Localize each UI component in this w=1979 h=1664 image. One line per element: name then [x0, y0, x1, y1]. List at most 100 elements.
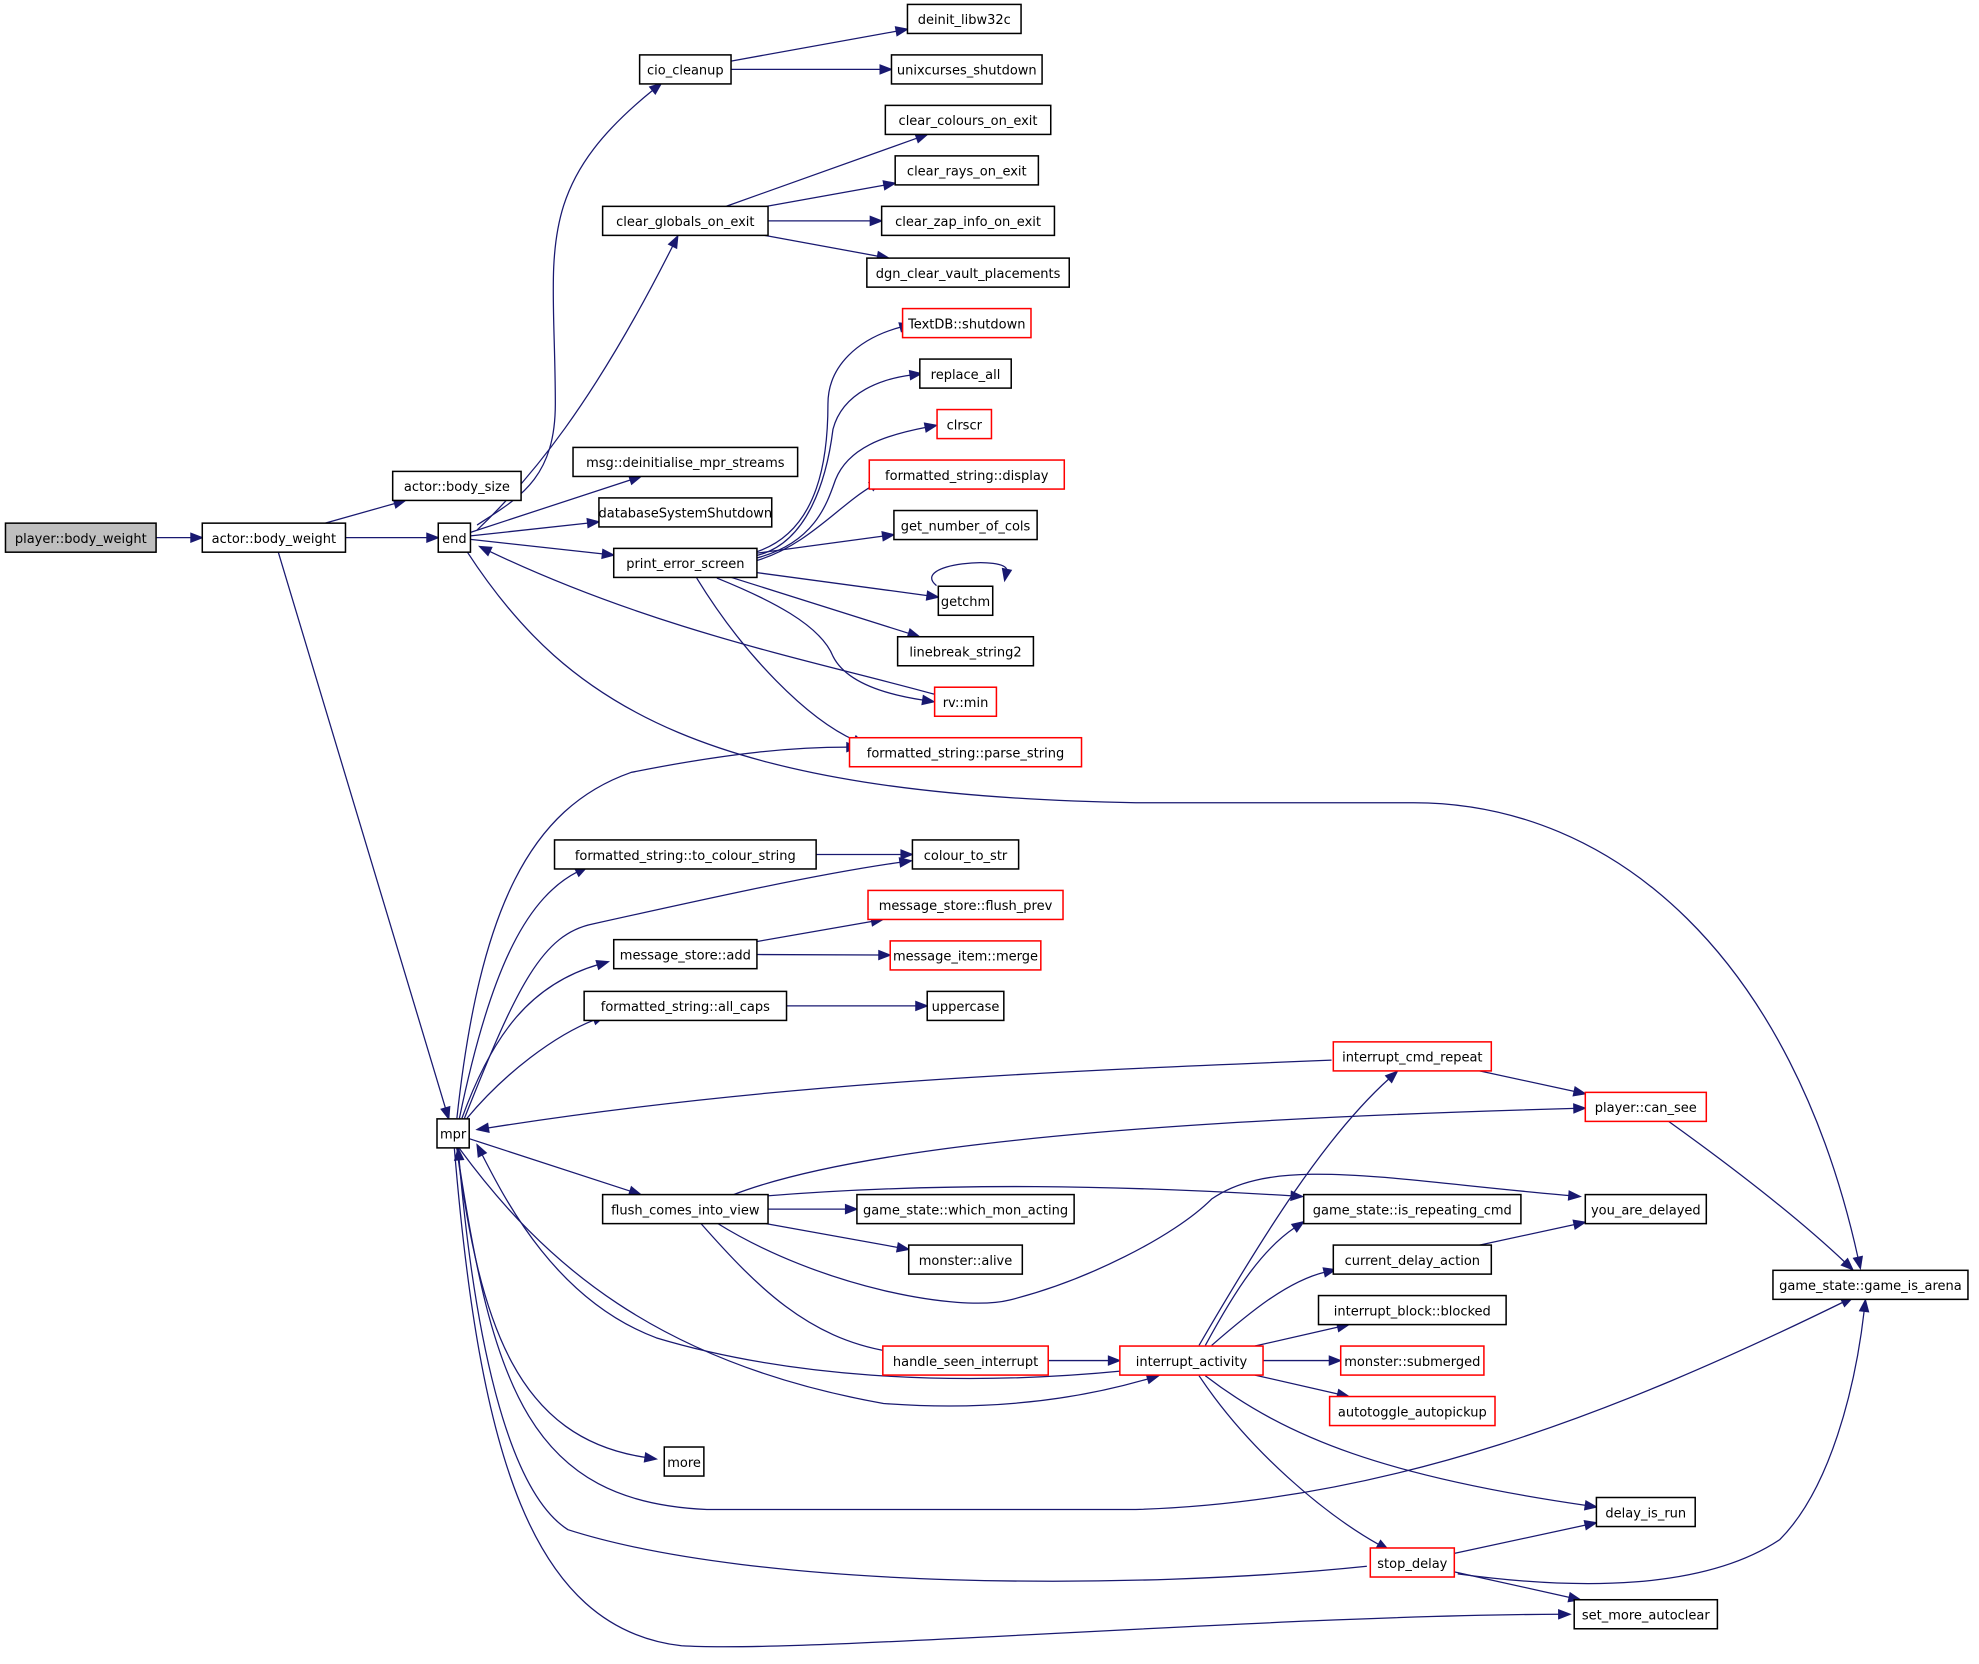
graph-node-actor-body-weight[interactable]: actor::body_weight	[201, 522, 347, 553]
edge-print-error-screen-to-clrscr	[757, 422, 939, 559]
graph-node-set-more-autoclear[interactable]: set_more_autoclear	[1573, 1598, 1719, 1630]
graph-node-player-can-see[interactable]: player::can_see	[1584, 1091, 1708, 1123]
edge-line	[456, 746, 849, 1119]
edge-line	[731, 576, 911, 635]
graph-node-clear-colours-on-exit[interactable]: clear_colours_on_exit	[884, 104, 1052, 136]
graph-node-fs-parse-string[interactable]: formatted_string::parse_string	[848, 736, 1083, 768]
graph-node-clear-globals-on-exit[interactable]: clear_globals_on_exit	[601, 205, 769, 237]
graph-node-stop-delay[interactable]: stop_delay	[1369, 1547, 1456, 1578]
graph-node-interrupt-block-blocked[interactable]: interrupt_block::blocked	[1317, 1294, 1507, 1326]
graph-node-autotoggle-autopickup[interactable]: autotoggle_autopickup	[1328, 1395, 1496, 1427]
arrow-head-icon	[648, 82, 663, 95]
node-box	[911, 839, 1020, 870]
edge-line	[757, 485, 873, 561]
graph-node-databaseSystemShutdown[interactable]: databaseSystemShutdown	[598, 497, 773, 528]
graph-node-fs-to-colour-string[interactable]: formatted_string::to_colour_string	[553, 839, 817, 870]
node-box	[572, 446, 799, 478]
arrow-head-icon	[895, 1241, 911, 1253]
graph-node-clear-rays-on-exit[interactable]: clear_rays_on_exit	[894, 155, 1040, 186]
edge-player-can-see-to-gs-game-is-arena	[1665, 1118, 1855, 1271]
graph-node-fs-all-caps[interactable]: formatted_string::all_caps	[583, 990, 788, 1022]
arrow-head-icon	[478, 545, 493, 557]
edge-line	[488, 550, 935, 695]
graph-node-gs-is-repeating-cmd[interactable]: game_state::is_repeating_cmd	[1302, 1193, 1522, 1225]
node-label: end	[442, 532, 467, 547]
graph-node-replace-all[interactable]: replace_all	[919, 358, 1012, 389]
node-label: autotoggle_autopickup	[1338, 1405, 1487, 1420]
graph-node-clear-zap-info-on-exit[interactable]: clear_zap_info_on_exit	[880, 205, 1056, 237]
edge-rv-min-to-end	[478, 545, 935, 695]
node-label: getchm	[941, 595, 990, 610]
node-label: clear_rays_on_exit	[907, 165, 1027, 180]
graph-node-message-store-add[interactable]: message_store::add	[612, 938, 758, 970]
graph-node-uppercase[interactable]: uppercase	[926, 990, 1005, 1022]
graph-node-unixcurses-shutdown[interactable]: unixcurses_shutdown	[890, 54, 1043, 85]
node-box	[894, 155, 1040, 186]
graph-node-msg-deinitialise[interactable]: msg::deinitialise_mpr_streams	[572, 446, 799, 478]
edge-line	[716, 1173, 1571, 1304]
graph-node-player-body-weight[interactable]: player::body_weight	[4, 522, 157, 553]
graph-node-monster-submerged[interactable]: monster::submerged	[1339, 1345, 1485, 1376]
arrow-head-icon	[440, 1105, 451, 1121]
node-label: dgn_clear_vault_placements	[876, 267, 1061, 282]
graph-node-get-number-of-cols[interactable]: get_number_of_cols	[893, 509, 1038, 541]
graph-node-message-item-merge[interactable]: message_item::merge	[889, 940, 1042, 971]
graph-node-interrupt-activity[interactable]: interrupt_activity	[1119, 1345, 1264, 1376]
graph-node-end[interactable]: end	[437, 522, 472, 553]
node-label: message_item::merge	[893, 950, 1038, 965]
graph-node-deinit-libw32c[interactable]: deinit_libw32c	[906, 3, 1022, 35]
edge-interrupt-cmd-repeat-to-mpr	[475, 1059, 1332, 1134]
graph-node-colour-to-str[interactable]: colour_to_str	[911, 839, 1020, 870]
edge-line	[757, 374, 912, 556]
edge-mpr-to-interrupt-activity	[458, 1148, 1161, 1407]
graph-node-interrupt-cmd-repeat[interactable]: interrupt_cmd_repeat	[1332, 1041, 1493, 1072]
graph-node-dgn-clear-vault-placements[interactable]: dgn_clear_vault_placements	[866, 257, 1071, 288]
node-box	[1369, 1547, 1456, 1578]
graph-node-rv-min[interactable]: rv::min	[933, 686, 998, 718]
graph-node-cio-cleanup[interactable]: cio_cleanup	[638, 54, 732, 85]
graph-node-mpr[interactable]: mpr	[436, 1118, 470, 1149]
graph-node-clrscr[interactable]: clrscr	[936, 408, 993, 440]
edge-line	[756, 535, 884, 554]
graph-node-you-are-delayed[interactable]: you_are_delayed	[1584, 1193, 1708, 1225]
graph-node-fs-display[interactable]: formatted_string::display	[868, 459, 1066, 490]
graph-node-getchm[interactable]: getchm	[937, 585, 994, 617]
node-label: rv::min	[943, 696, 989, 711]
edge-line	[1454, 1524, 1587, 1555]
node-label: flush_comes_into_view	[611, 1203, 760, 1218]
edge-line	[481, 1153, 1126, 1380]
graph-node-textdb-shutdown[interactable]: TextDB::shutdown	[901, 307, 1032, 339]
graph-node-gs-game-is-arena[interactable]: game_state::game_is_arena	[1772, 1269, 1969, 1301]
graph-node-flush-comes-into-view[interactable]: flush_comes_into_view	[601, 1193, 769, 1225]
edge-fs-to-colour-string-to-colour-to-str	[816, 849, 915, 860]
graph-node-actor-body-size[interactable]: actor::body_size	[391, 470, 522, 502]
edge-line	[756, 953, 881, 956]
graph-node-ms-flush-prev[interactable]: message_store::flush_prev	[867, 889, 1064, 921]
edge-mpr-to-fs-to-colour-string	[458, 866, 589, 1119]
graph-node-gs-which-mon-acting[interactable]: game_state::which_mon_acting	[856, 1193, 1075, 1225]
edge-end-to-databaseSystemShutdown	[470, 517, 601, 537]
edge-line	[1211, 1271, 1326, 1346]
arrow-head-icon	[1328, 1355, 1343, 1366]
edge-actor-body-weight-to-end	[345, 532, 441, 544]
node-label: delay_is_run	[1605, 1506, 1686, 1521]
node-box	[201, 522, 347, 553]
graph-node-linebreak-string2[interactable]: linebreak_string2	[896, 635, 1035, 667]
edge-actor-body-weight-to-actor-body-size	[325, 498, 408, 524]
arrow-head-icon	[881, 531, 896, 542]
arrow-head-icon	[1558, 1608, 1572, 1620]
graph-node-monster-alive[interactable]: monster::alive	[907, 1244, 1024, 1275]
node-box	[896, 635, 1035, 667]
graph-node-print-error-screen[interactable]: print_error_screen	[612, 547, 758, 579]
node-label: current_delay_action	[1345, 1254, 1480, 1269]
graph-node-current-delay-action[interactable]: current_delay_action	[1332, 1244, 1493, 1275]
node-box	[1772, 1269, 1969, 1301]
graph-node-delay-is-run[interactable]: delay_is_run	[1595, 1496, 1696, 1528]
graph-node-more[interactable]: more	[663, 1446, 705, 1477]
edge-mpr-to-colour-to-str	[463, 857, 913, 1119]
graph-node-handle-seen-interrupt[interactable]: handle_seen_interrupt	[882, 1345, 1049, 1376]
node-label: interrupt_block::blocked	[1334, 1304, 1491, 1319]
arrow-head-icon	[1840, 1257, 1855, 1271]
node-box	[598, 497, 773, 528]
node-label: get_number_of_cols	[901, 519, 1031, 534]
